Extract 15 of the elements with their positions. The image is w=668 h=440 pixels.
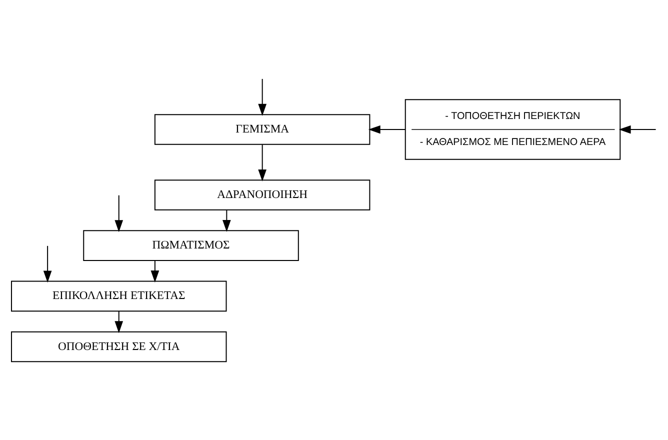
arrow bbox=[368, 125, 406, 134]
arrow bbox=[258, 78, 267, 116]
node-box: ΟΠΟΘΕΤΗΣΗ ΣΕ Χ/ΤΙΑ bbox=[10, 331, 227, 362]
arrow bbox=[114, 194, 124, 232]
node-box: ΠΩΜΑΤΙΣΜΟΣ bbox=[83, 230, 299, 262]
arrow bbox=[114, 310, 124, 334]
arrow bbox=[150, 260, 160, 283]
arrow bbox=[258, 144, 267, 182]
node-box: - ΤΟΠΟΘΕΤΗΣΗ ΠΕΡΙΕΚΤΩΝ - ΚΑΘΑΡΙΣΜΟΣ ΜΕ ΠΕΠΙΕΣΜΕΝΟ ΑΕΡΑ bbox=[404, 99, 621, 160]
node-box: ΓΕΜΙΣΜΑ bbox=[154, 114, 370, 145]
arrow bbox=[618, 125, 656, 134]
arrow bbox=[222, 210, 231, 232]
node-box: ΕΠΙΚΟΛΛΗΣΗ ΕΤΙΚΕΤΑΣ bbox=[10, 280, 227, 312]
arrow bbox=[43, 245, 52, 283]
node-box: ΑΔΡΑΝΟΠΟΙΗΣΗ bbox=[154, 180, 370, 210]
